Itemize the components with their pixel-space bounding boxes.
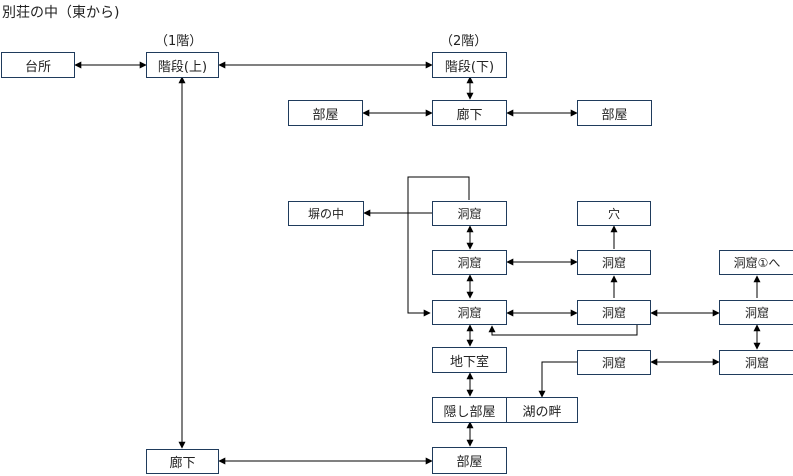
node-cave-4: 洞窟: [577, 350, 651, 375]
floor-label-1f: （1階）: [155, 34, 203, 49]
floor-label-2f: （2階）: [440, 34, 488, 49]
node-cave-2-right: 洞窟: [577, 250, 651, 275]
node-cave-4-right: 洞窟: [719, 350, 793, 375]
edge-cave3r-return-cave3: [488, 325, 638, 336]
node-to-cave-1: 洞窟①へ: [719, 250, 793, 275]
node-room-2f-right: 部屋: [577, 100, 652, 126]
node-lakeside: 湖の畔: [506, 397, 578, 423]
node-stairs-down: 階段(下): [432, 52, 507, 78]
node-room-2f-left: 部屋: [288, 100, 363, 126]
diagram-title: 別荘の中（東から): [2, 5, 120, 21]
node-inside-wall: 塀の中: [288, 201, 364, 226]
node-cave-3-far-right: 洞窟: [719, 300, 793, 325]
edge-cave4-lakeside: [538, 361, 577, 398]
node-room-1f: 部屋: [432, 447, 507, 474]
node-cave-3: 洞窟: [432, 300, 507, 325]
node-hole: 穴: [577, 201, 651, 226]
edge-cave1-loop-cave3: [407, 176, 470, 317]
node-cave-1: 洞窟: [432, 201, 507, 226]
node-hidden-room: 隠し部屋: [432, 397, 507, 423]
node-corridor-2f: 廊下: [432, 100, 507, 126]
node-cave-3-right: 洞窟: [577, 300, 651, 325]
node-cave-2: 洞窟: [432, 250, 507, 275]
node-stairs-up: 階段(上): [146, 52, 219, 78]
node-basement: 地下室: [432, 347, 507, 373]
node-corridor-1f: 廊下: [146, 449, 219, 474]
node-kitchen: 台所: [1, 52, 75, 78]
